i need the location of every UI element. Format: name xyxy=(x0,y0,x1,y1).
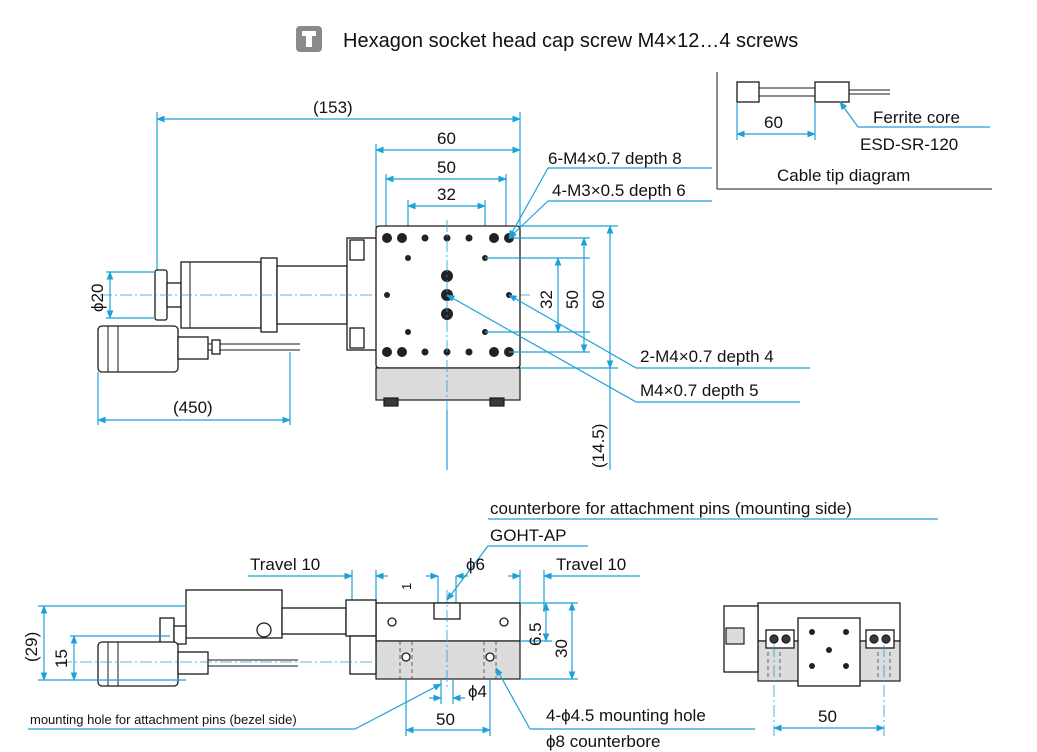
dim-60-v: 60 xyxy=(589,290,608,309)
bezel-note: mounting hole for attachment pins (bezel… xyxy=(30,712,297,727)
tap-4-label: 4-M3×0.5 depth 6 xyxy=(552,181,686,200)
cable-dim: 60 xyxy=(764,113,783,132)
dia-6: ϕ6 xyxy=(466,555,485,574)
pin-note: counterbore for attachment pins (mountin… xyxy=(490,499,852,518)
tap-2-label: 2-M4×0.7 depth 4 xyxy=(640,347,774,366)
dim-15: 15 xyxy=(52,649,71,668)
dim-14-5: (14.5) xyxy=(589,424,608,468)
dim-50-side: 50 xyxy=(436,710,455,729)
dim-50-v: 50 xyxy=(563,290,582,309)
dim-knob-dia: ϕ20 xyxy=(88,284,107,312)
dia-4: ϕ4 xyxy=(468,682,487,701)
tap-6-label: 6-M4×0.7 depth 8 xyxy=(548,149,682,168)
dim-1: 1 xyxy=(399,583,414,590)
hex-key-icon xyxy=(296,26,322,52)
ferrite-label: Ferrite core xyxy=(873,108,960,127)
dim-50-end: 50 xyxy=(818,707,837,726)
cable-caption: Cable tip diagram xyxy=(777,166,910,185)
tap-center-label: M4×0.7 depth 5 xyxy=(640,381,759,400)
dim-153: (153) xyxy=(313,98,353,117)
side-view: counterbore for attachment pins (mountin… xyxy=(22,499,938,751)
pin-model: GOHT-AP xyxy=(490,526,567,545)
travel-right: Travel 10 xyxy=(556,555,626,574)
dim-6-5: 6.5 xyxy=(526,622,545,646)
dim-32-h: 32 xyxy=(437,185,456,204)
dim-450: (450) xyxy=(173,398,213,417)
dim-29: (29) xyxy=(22,632,41,662)
dim-50-h: 50 xyxy=(437,158,456,177)
end-view: 50 xyxy=(723,602,901,736)
top-view: (153) 60 50 32 ϕ20 xyxy=(88,98,810,470)
dim-32-v: 32 xyxy=(537,290,556,309)
dim-60-h: 60 xyxy=(437,129,456,148)
ferrite-model: ESD-SR-120 xyxy=(860,135,958,154)
mount-hole: 4-ϕ4.5 mounting hole xyxy=(546,706,706,725)
screw-note: Hexagon socket head cap screw M4×12…4 sc… xyxy=(343,30,798,52)
travel-left: Travel 10 xyxy=(250,555,320,574)
dim-30: 30 xyxy=(552,639,571,658)
counterbore: ϕ8 counterbore xyxy=(546,732,660,751)
cable-tip-diagram: 60 Ferrite core ESD-SR-120 Cable tip dia… xyxy=(716,72,992,190)
